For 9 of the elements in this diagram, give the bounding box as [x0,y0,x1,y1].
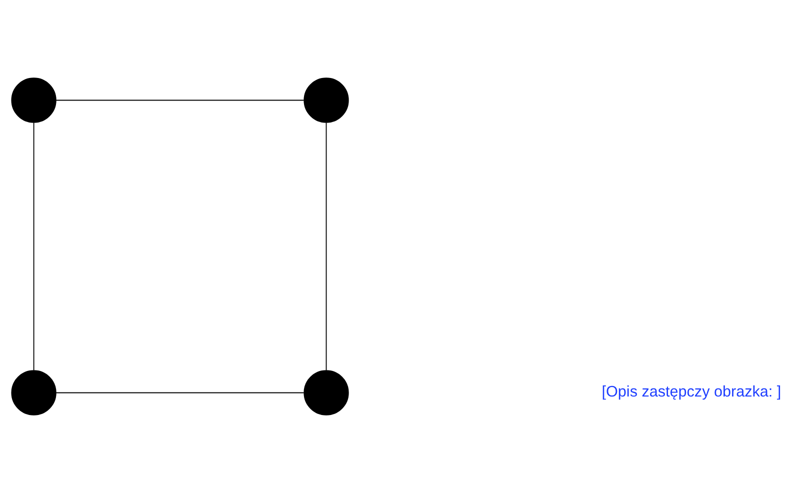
node-circle [11,370,56,415]
node-circle [11,77,56,122]
connector [33,122,34,370]
connector [326,122,327,370]
node-circle [304,370,349,415]
connector [56,99,304,100]
connector [56,392,304,393]
node-circle [304,77,349,122]
label: [Opis zastępczy obrazka: ] [602,383,782,400]
